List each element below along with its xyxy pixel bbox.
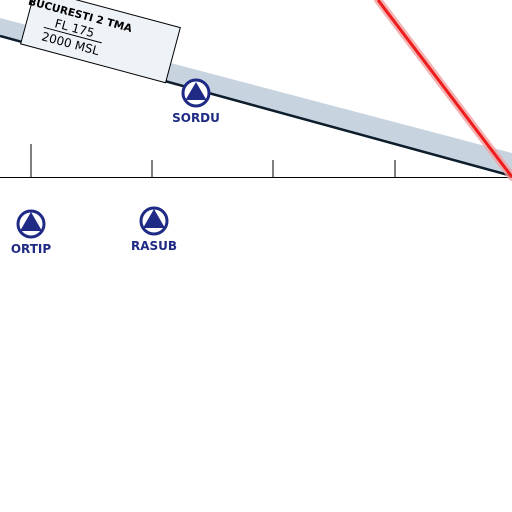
distance-scale <box>0 144 512 178</box>
tma-label: BUCURESTI 2 TMA FL 175 2000 MSL <box>20 0 181 84</box>
waypoint-ortip[interactable]: ORTIP <box>11 209 52 256</box>
waypoint-label: SORDU <box>172 111 220 125</box>
tma-limit-divider <box>43 26 102 44</box>
route-line-core <box>376 0 512 178</box>
tma-label-box <box>20 0 181 84</box>
waypoint-rasub[interactable]: RASUB <box>131 206 177 253</box>
route-line <box>374 0 512 181</box>
waypoint-label: ORTIP <box>11 242 52 256</box>
waypoint-label: RASUB <box>131 239 177 253</box>
triangle-icon <box>139 206 169 236</box>
waypoint-sordu[interactable]: SORDU <box>172 78 220 125</box>
triangle-icon <box>16 209 46 239</box>
circled-triangle-icon <box>181 78 211 108</box>
